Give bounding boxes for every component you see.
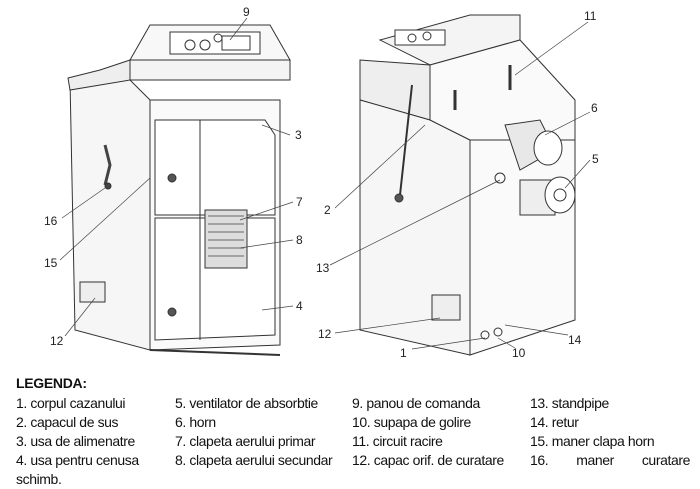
legend-item: 8. clapeta aerului secundar [175,452,333,468]
legend-item-16: 16. maner curatare [530,452,690,468]
callout-4: 4 [296,299,303,313]
callout-1: 1 [400,346,407,360]
legend-item: 2. capacul de sus [16,414,119,430]
legend-item: 14. retur [530,414,579,430]
callout-15: 15 [44,256,58,270]
callout-11: 11 [584,9,597,23]
legend-item: 3. usa de alimenatre [16,433,135,449]
legend-item-16-continuation: schimb. [16,471,62,487]
control-panel [169,31,261,55]
legend-item: 12. capac orif. de curatare [352,452,504,468]
callout-3: 3 [295,128,302,142]
legend-item-16-word1: maner [576,452,614,468]
legend-item: 7. clapeta aerului primar [175,433,316,449]
callout-9: 9 [243,5,250,19]
legend-item-16-number: 16. [530,452,549,468]
legend-item: 11. circuit racire [352,433,443,449]
feed-door [154,119,276,216]
boiler-diagram: 9 3 7 8 4 16 15 12 11 6 5 2 13 12 1 10 1… [44,5,599,360]
callout-14: 14 [568,333,582,347]
callout-13: 13 [316,261,330,275]
legend-item: 6. horn [175,414,216,430]
legend-item: 9. panou de comanda [352,395,480,411]
air-grille [204,209,248,269]
legend-item: 5. ventilator de absorbtie [175,395,318,411]
leader-lines [59,17,591,350]
fan [519,176,576,216]
legend-item-16-word2: curatare [641,452,691,468]
legend-item: 1. corpul cazanului [16,395,126,411]
callout-6: 6 [591,101,598,115]
legend-title: LEGENDA: [16,375,87,391]
callout-12-left: 12 [50,334,64,348]
legend-item: 10. supapa de golire [352,414,471,430]
legend-item: 13. standpipe [530,395,609,411]
callout-10: 10 [512,346,526,360]
callout-8: 8 [296,233,303,247]
callout-2: 2 [324,203,331,217]
callout-16: 16 [44,214,58,228]
callout-7: 7 [296,195,303,209]
callout-12-right: 12 [318,327,332,341]
legend-item: 15. maner clapa horn [530,433,655,449]
left-boiler-front-view [67,24,291,356]
callout-5: 5 [592,152,599,166]
legend-item: 4. usa pentru cenusa [16,452,139,468]
right-boiler-rear-view [359,14,576,356]
callout-numbers: 9 3 7 8 4 16 15 12 11 6 5 2 13 12 1 10 1… [44,5,599,360]
